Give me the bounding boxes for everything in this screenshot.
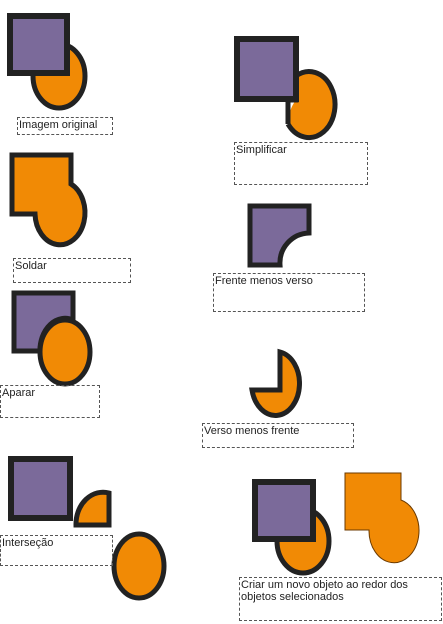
boundary-square xyxy=(252,479,316,542)
back-minus-front-shape xyxy=(249,348,302,418)
trim-shapes xyxy=(11,290,93,387)
intersect-shapes xyxy=(8,456,167,601)
caption-weld: Soldar xyxy=(13,258,131,283)
intersect-piece xyxy=(73,489,112,528)
original-square xyxy=(7,13,70,76)
trim-ellipse xyxy=(37,317,93,387)
caption-intersect: Interseção xyxy=(0,535,113,566)
intersect-ellipse xyxy=(111,531,167,601)
boundary-outline-shape xyxy=(344,472,420,564)
simplify-square xyxy=(234,36,299,102)
simplify-shapes xyxy=(234,36,338,140)
simplify-ellipse-remainder xyxy=(288,70,335,137)
boundary-shapes xyxy=(252,472,420,576)
front-minus-back-shape xyxy=(247,203,312,268)
weld-shape xyxy=(9,152,88,248)
intersect-square xyxy=(8,456,73,521)
caption-original: Imagem original xyxy=(17,117,113,135)
front-minus-back-shapes xyxy=(247,203,312,268)
caption-simplify: Simplificar xyxy=(234,142,368,185)
caption-front-minus-back: Frente menos verso xyxy=(213,273,365,312)
simplify-ellipse-outline xyxy=(285,69,338,140)
weld-shapes xyxy=(9,152,88,248)
caption-trim: Aparar xyxy=(0,385,100,418)
back-minus-front-shapes xyxy=(249,348,302,418)
caption-back-minus-front: Verso menos frente xyxy=(202,423,354,448)
original-image-shapes xyxy=(7,13,88,111)
caption-boundary: Criar um novo objeto ao redor dos objeto… xyxy=(239,577,442,621)
